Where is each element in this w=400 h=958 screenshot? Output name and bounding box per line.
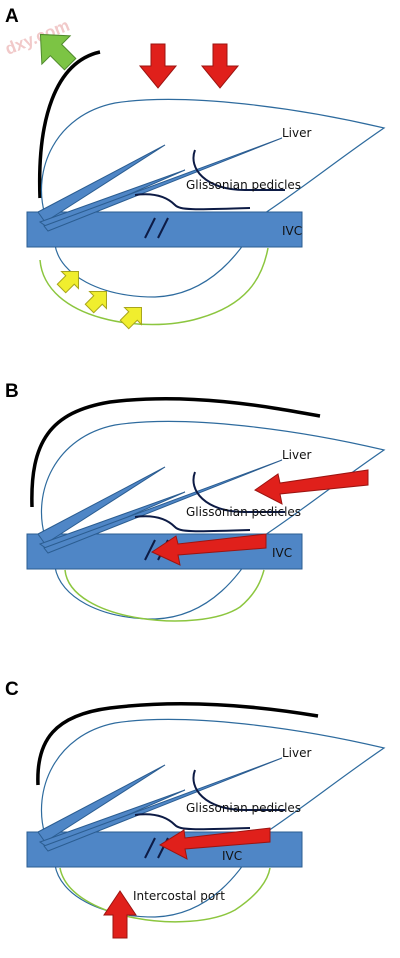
red-arrow-horizontal	[158, 827, 271, 860]
panel-c: C Liver Glissonian pedicles IVC Intercos…	[5, 679, 385, 939]
label-liver: Liver	[282, 448, 312, 462]
panel-a-letter: A	[5, 6, 19, 27]
liver-diagram	[26, 718, 385, 918]
label-ivc: IVC	[222, 849, 242, 863]
label-ivc: IVC	[282, 224, 302, 238]
red-arrow-horizontal-upper	[254, 469, 369, 505]
green-line	[64, 569, 265, 622]
label-glissonian-pedicles: Glissonian pedicles	[186, 505, 301, 519]
label-intercostal-port: Intercostal port	[133, 889, 225, 903]
red-arrow-horizontal-lower	[150, 533, 267, 566]
label-liver: Liver	[282, 126, 312, 140]
label-glissonian-pedicles: Glissonian pedicles	[186, 178, 301, 192]
yellow-arrow-3	[119, 307, 142, 330]
diaphragm-curve	[37, 50, 101, 199]
panel-a: A dxy.com Liver Glissonian pedicles	[2, 6, 385, 330]
red-arrow-down-2	[200, 43, 240, 89]
green-line	[39, 247, 269, 326]
liver-diagram	[26, 98, 385, 298]
green-arrow	[39, 33, 77, 71]
yellow-arrow-1	[56, 271, 79, 294]
panel-c-letter: C	[5, 679, 19, 700]
liver-diagram	[26, 420, 385, 620]
panel-b: B Liver Glissonian pedicles IVC	[5, 381, 385, 622]
label-liver: Liver	[282, 746, 312, 760]
green-line	[59, 867, 271, 923]
red-arrow-up	[103, 890, 137, 939]
label-ivc: IVC	[272, 546, 292, 560]
label-glissonian-pedicles: Glissonian pedicles	[186, 801, 301, 815]
diaphragm-curve	[30, 396, 321, 508]
diaphragm-curve	[36, 702, 319, 786]
yellow-arrow-2	[84, 291, 107, 314]
panel-b-letter: B	[5, 381, 19, 402]
red-arrow-down-1	[138, 43, 178, 89]
